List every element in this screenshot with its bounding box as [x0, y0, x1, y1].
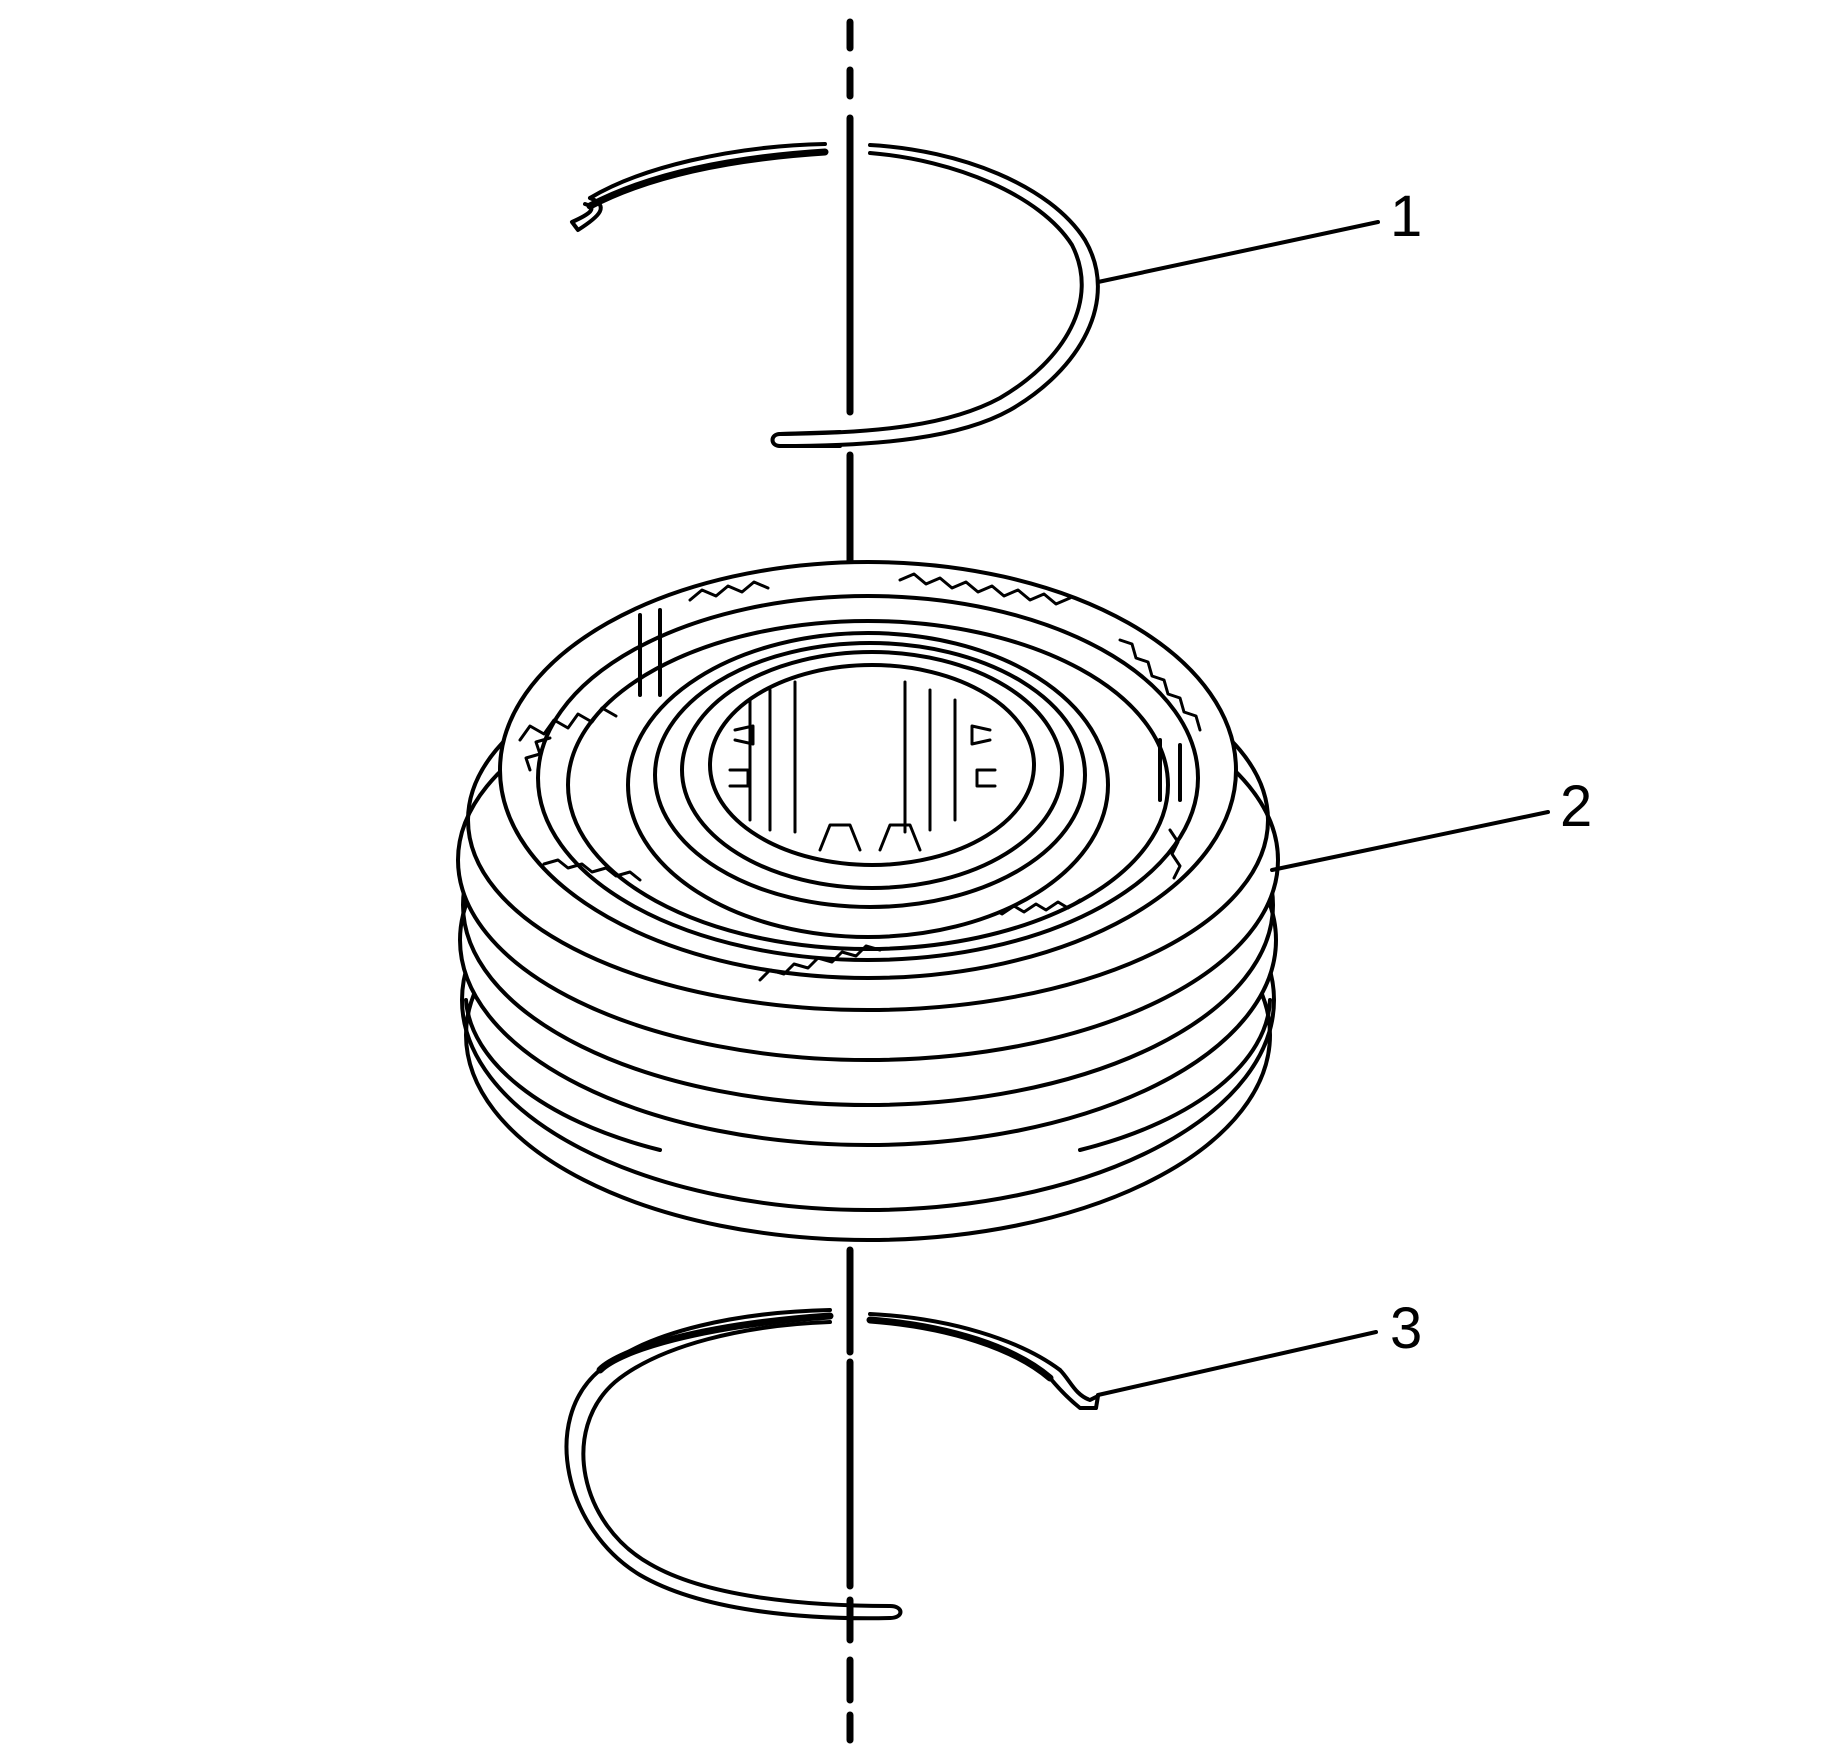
lower-snap-ring — [564, 1308, 1100, 1621]
synchronizer-assembly — [456, 560, 1280, 1242]
outer-gear-teeth — [518, 572, 1202, 982]
leader-lines — [1096, 220, 1550, 1397]
leader-line-1 — [1096, 220, 1380, 284]
callout-number-2: 2 — [1560, 774, 1592, 839]
leader-line-3 — [1096, 1330, 1378, 1397]
leader-line-2 — [1270, 810, 1550, 872]
callout-number-1: 1 — [1390, 184, 1422, 249]
callout-number-3: 3 — [1390, 1296, 1422, 1361]
inner-splines — [728, 680, 997, 852]
upper-snap-ring — [570, 142, 1100, 448]
